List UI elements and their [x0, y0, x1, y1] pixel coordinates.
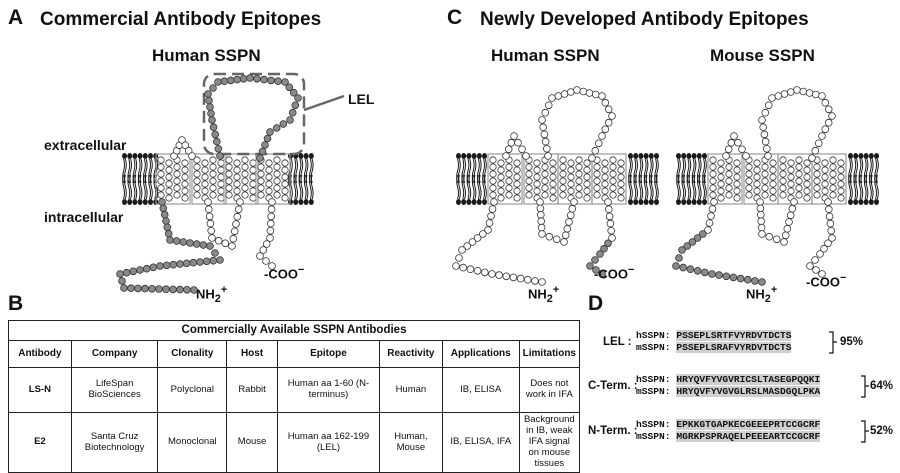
- alignment-row-mouse: mSSPN: MGRKPSPRAQELPEEEARTCCGCRF: [636, 431, 821, 442]
- table-cell: LifeSpan BioSciences: [70, 367, 159, 414]
- bracket-icon: [861, 420, 869, 443]
- table-cell: Monoclonal: [157, 412, 228, 473]
- alignment-row-human: hSSPN: PSSEPLSRTFVYRDVTDCTS: [636, 330, 792, 341]
- col-header: Reactivity: [378, 340, 443, 369]
- lipid-bilayer-left: [456, 153, 487, 205]
- residue-chain-ecl1: [502, 132, 530, 160]
- panel-c-mouse-subtitle: Mouse SSPN: [710, 46, 815, 65]
- table-cell: Human: [378, 367, 443, 414]
- table-cell: Human aa 162-199 (LEL): [276, 412, 380, 473]
- alignment-label: N-Term. :: [588, 425, 638, 437]
- residue-chain-n-terminus: [672, 198, 766, 286]
- c-terminus-label-c-human: -COO−: [594, 264, 635, 282]
- intracellular-label: intracellular: [44, 209, 124, 225]
- alignment-row-human: hSSPN: HRYQVFYVGVRICSLTASEGPQQKI: [636, 374, 821, 385]
- c-terminus-label-c-mouse: -COO−: [806, 272, 847, 290]
- c-terminus-label-a: -COO−: [264, 264, 305, 282]
- table-cell: Background in IB, weak IFA signal on mou…: [518, 412, 581, 473]
- lel-label: LEL: [348, 91, 375, 107]
- lipid-bilayer-left: [676, 153, 707, 205]
- alignment-row-mouse: mSSPN: PSSEPLSRAFVYRDVTDCTS: [636, 342, 792, 353]
- topology-diagram-human-new: [452, 86, 659, 286]
- lipid-bilayer-right: [628, 153, 659, 205]
- table-cell: Rabbit: [226, 367, 278, 414]
- transmembrane-helix: [487, 153, 523, 205]
- transmembrane-helix: [191, 153, 227, 205]
- table-cell: IB, ELISA: [441, 367, 520, 414]
- panel-c-title: Newly Developed Antibody Epitopes: [480, 9, 809, 30]
- table-cell: Human aa 1-60 (N-terminus): [276, 367, 380, 414]
- transmembrane-helix: [743, 153, 779, 205]
- col-header: Host: [226, 340, 278, 369]
- topology-diagram-mouse-new: [672, 86, 879, 286]
- panel-a-letter: A: [8, 6, 24, 29]
- topology-diagram-human-commercial: [116, 72, 345, 294]
- residue-chain-ecl1: [722, 132, 750, 160]
- n-terminus-label-c-mouse: NH2+: [746, 284, 778, 305]
- n-terminus-label-a: NH2+: [196, 284, 228, 305]
- lel-pointer-line: [303, 94, 345, 112]
- table-cell: Human, Mouse: [378, 412, 443, 473]
- lel-highlight-box: [202, 72, 306, 156]
- n-terminus-label-c-human: NH2+: [528, 284, 560, 305]
- table-row: LS-N LifeSpan BioSciences Polyclonal Rab…: [8, 367, 581, 414]
- residue-chain-icl: [536, 198, 578, 246]
- table-cell: Santa Cruz Biotechnology: [70, 412, 159, 473]
- residue-chain-c-terminus: [256, 198, 276, 270]
- col-header: Company: [70, 340, 159, 369]
- alignment-label: LEL :: [603, 336, 632, 348]
- residue-chain-ecl1: [170, 136, 196, 160]
- transmembrane-helix: [557, 153, 593, 205]
- alignment-row-human: hSSPN: EPKKGTGAPKECGEEEPRTCCGCRF: [636, 419, 821, 430]
- col-header: Epitope: [276, 340, 380, 369]
- col-header: Applications: [441, 340, 520, 369]
- table-cell: E2: [8, 412, 72, 473]
- panel-d-letter: D: [588, 292, 604, 315]
- table-cell: Mouse: [226, 412, 278, 473]
- residue-chain-n-terminus: [116, 198, 224, 294]
- col-header: Clonality: [157, 340, 228, 369]
- identity-percent: 64%: [870, 380, 894, 392]
- panel-a-title: Commercial Antibody Epitopes: [40, 9, 322, 30]
- table-title: Commercially Available SSPN Antibodies: [8, 319, 580, 342]
- residue-chain-icl: [204, 198, 244, 250]
- extracellular-label: extracellular: [44, 137, 127, 153]
- residue-chain-c-terminus: [806, 198, 836, 278]
- transmembrane-helix: [811, 153, 847, 205]
- panel-c-letter: C: [447, 6, 463, 29]
- transmembrane-helix: [591, 153, 627, 205]
- residue-chain-lel: [204, 74, 302, 162]
- residue-chain-n-terminus: [452, 198, 546, 286]
- antibody-table: Commercially Available SSPN Antibodies A…: [8, 319, 581, 473]
- alignment-row-mouse: mSSPN: HRYQVFYVGVGLRSLMASDGQLPKA: [636, 386, 821, 397]
- col-header: Antibody: [8, 340, 72, 369]
- lipid-bilayer-left: [122, 153, 159, 205]
- identity-percent: 95%: [840, 336, 864, 348]
- alignment-label: C-Term. :: [588, 380, 638, 392]
- table-row: E2 Santa Cruz Biotechnology Monoclonal M…: [8, 412, 581, 473]
- table-cell: LS-N: [8, 367, 72, 414]
- table-cell: IB, ELISA, IFA: [441, 412, 520, 473]
- panel-b-letter: B: [8, 292, 24, 315]
- table-cell: Does not work in IFA: [518, 367, 581, 414]
- lipid-bilayer-right: [848, 153, 879, 205]
- panel-c-human-subtitle: Human SSPN: [491, 46, 600, 65]
- transmembrane-helix: [223, 153, 259, 205]
- lipid-bilayer-right: [288, 153, 314, 205]
- transmembrane-helix: [707, 153, 743, 205]
- transmembrane-helix: [777, 153, 813, 205]
- residue-chain-c-terminus: [586, 198, 616, 278]
- residue-chain-lel: [538, 86, 616, 162]
- bracket-icon: [861, 375, 869, 398]
- transmembrane-helix: [523, 153, 559, 205]
- bracket-icon: [829, 331, 837, 354]
- residue-chain-lel: [758, 86, 836, 162]
- transmembrane-helix: [155, 153, 191, 205]
- panel-a-subtitle: Human SSPN: [152, 46, 261, 65]
- residue-chain-icl: [756, 198, 798, 246]
- table-cell: Polyclonal: [157, 367, 228, 414]
- identity-percent: 52%: [870, 425, 894, 437]
- col-header: Limitations: [518, 340, 581, 369]
